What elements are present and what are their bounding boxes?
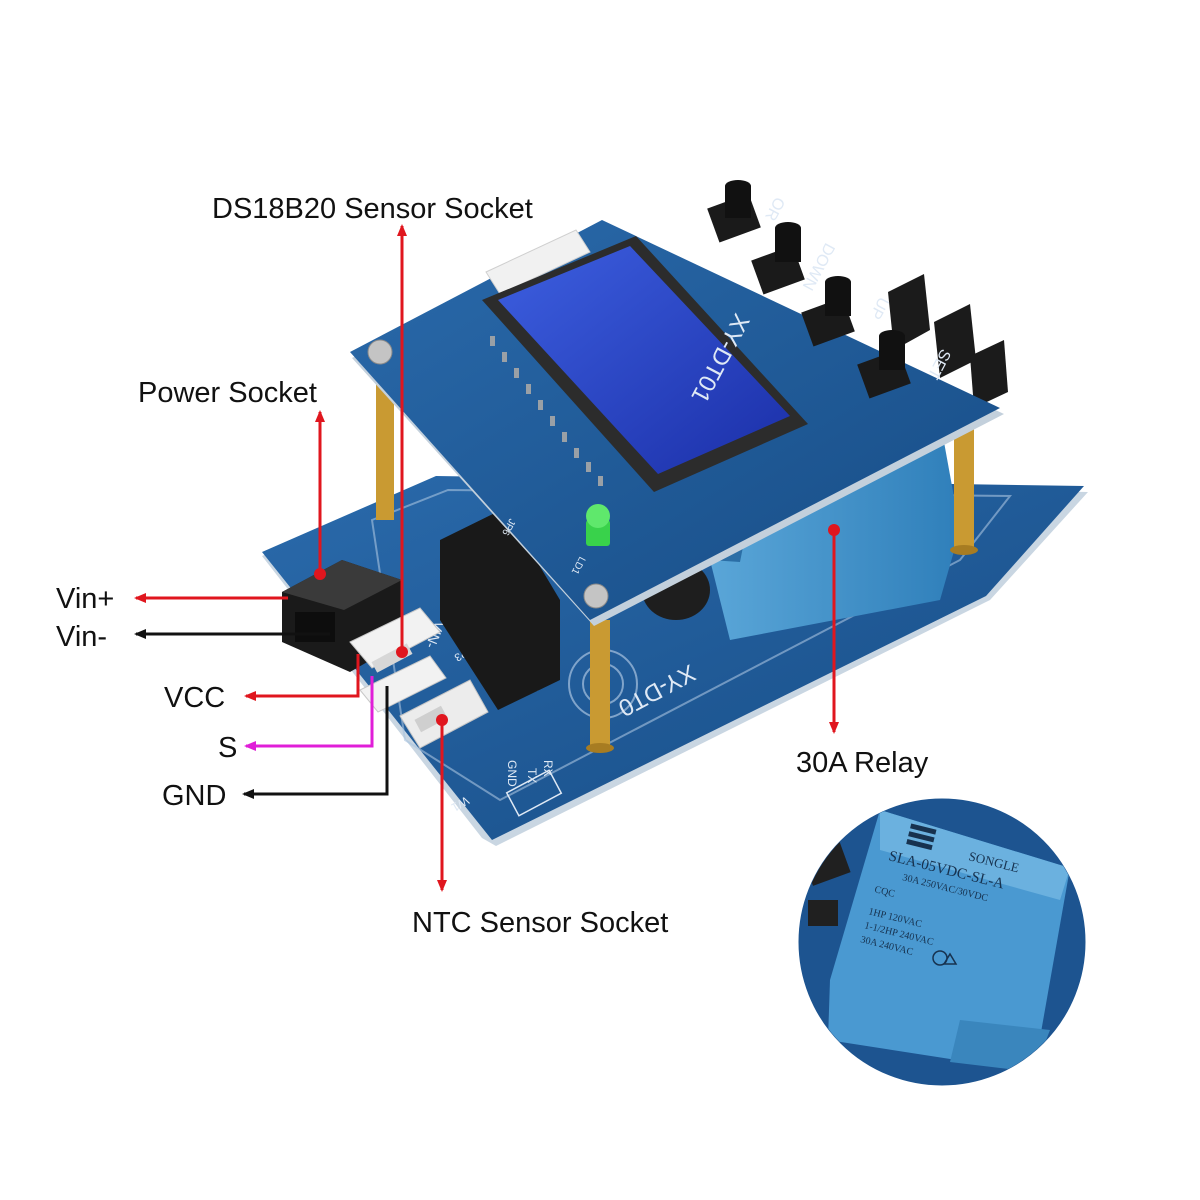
label-ds18b20: DS18B20 Sensor Socket [212,193,533,225]
label-vin-minus: Vin- [56,621,107,653]
arrow-s [244,676,374,751]
button-or: OR [761,194,787,223]
label-vcc: VCC [164,682,225,714]
terminal-blocks [888,274,1008,408]
label-power: Power Socket [138,377,317,409]
tx-silk: TX [525,768,539,783]
label-s: S [218,732,237,764]
label-gnd: GND [162,780,226,812]
arrow-vcc [244,654,360,701]
sensor-sockets [349,607,489,749]
button-up: UP [866,294,891,322]
lcd-module [482,236,808,492]
dot-relay [828,524,840,536]
label-ntc: NTC Sensor Socket [412,907,668,939]
relay-cqc: CQC [873,884,896,900]
green-led [586,504,610,546]
gnd-silk: GND [505,760,519,787]
label-vin-plus: Vin+ [56,583,114,615]
arrow-gnd [242,686,389,799]
dot-ntc [436,714,448,726]
relay-closeup: SONGLE SLA-05VDC-SL-A CQC 30A 250VAC/30V… [795,795,1089,1089]
standoffs [376,380,978,753]
tactile-buttons [707,180,911,399]
dot-ds18b20 [396,646,408,658]
rx-silk: RX [541,760,555,777]
label-relay: 30A Relay [796,747,929,779]
dot-power [314,568,326,580]
header-jp2 [440,508,560,710]
